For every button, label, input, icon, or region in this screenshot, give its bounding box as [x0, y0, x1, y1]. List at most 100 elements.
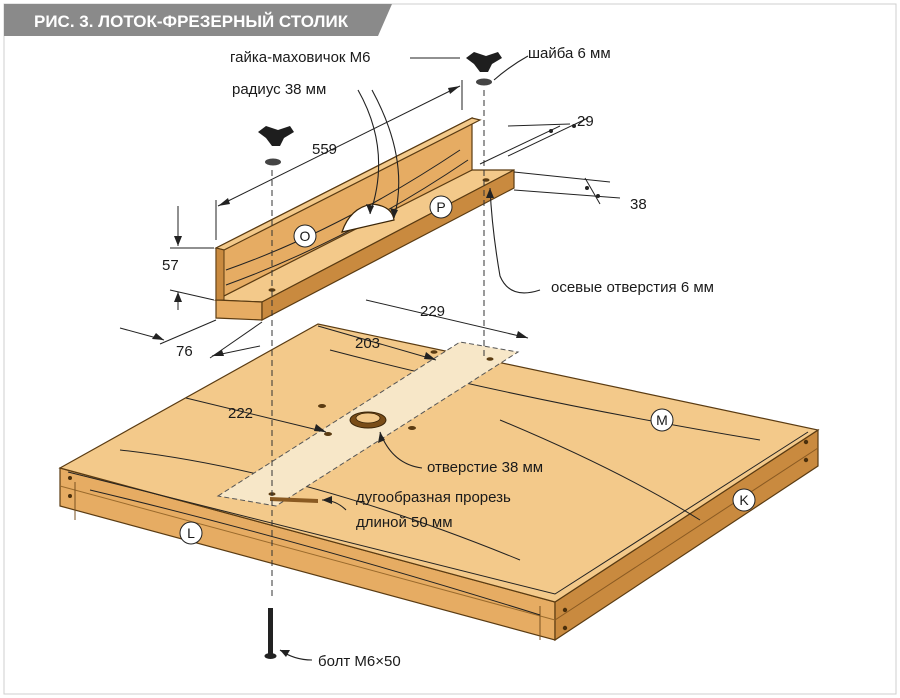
dim-57: 57 [162, 257, 179, 274]
part-l: L [179, 521, 203, 545]
wood-grain [119, 449, 521, 561]
dim-dot [585, 186, 589, 190]
dim-222: 222 [228, 405, 253, 422]
arrow-icon [448, 86, 460, 94]
part-marker [650, 408, 674, 432]
dim-dot [549, 129, 553, 133]
right-wing-nut [466, 52, 502, 86]
dimension-229: 229 [365, 299, 529, 339]
arrow-icon [390, 208, 398, 218]
small-hole [318, 404, 326, 408]
screw-dot [803, 439, 809, 445]
fence-grain [225, 159, 469, 286]
title-bar: РИС. 3. ЛОТОК-ФРЕЗЕРНЫЙ СТОЛИК [4, 4, 392, 36]
arrow-icon [486, 188, 494, 198]
fence-end [215, 247, 225, 301]
dim-76: 76 [176, 343, 193, 360]
arrow-icon [280, 650, 290, 657]
page-title: РИС. 3. ЛОТОК-ФРЕЗЕРНЫЙ СТОЛИК [34, 12, 349, 31]
dim-dot [572, 124, 576, 128]
screw-dot [68, 476, 72, 480]
label-axial-holes: осевые отверстия 6 мм [486, 187, 714, 296]
bolt-head-icon [264, 653, 277, 659]
base-rim-line [67, 431, 809, 595]
dim-38: 38 [630, 196, 647, 213]
bolt-label: болт М6×50 [318, 653, 401, 670]
arrow-icon [322, 496, 332, 504]
front-edge-line [59, 485, 556, 621]
small-hole [408, 426, 416, 430]
arc-slot [270, 497, 318, 503]
hole-label: отверстие 38 мм [427, 459, 543, 476]
arrow-icon [314, 424, 326, 432]
wing-nut-icon [466, 52, 502, 72]
dimension-559: 559 [215, 80, 463, 240]
small-hole [324, 432, 332, 436]
axial-holes-label: осевые отверстия 6 мм [551, 279, 714, 296]
part-m-label: M [656, 412, 668, 428]
dim-203: 203 [355, 335, 380, 352]
dim-29: 29 [577, 113, 594, 130]
arrow-icon [174, 292, 182, 302]
dimension-203: 203 [317, 325, 437, 361]
dimension-line [185, 397, 327, 433]
wood-grain [499, 419, 701, 521]
part-l-label: L [187, 525, 195, 541]
part-p: P [429, 195, 453, 219]
wood-grain [329, 349, 761, 441]
washer-icon [476, 78, 492, 86]
frame-border [3, 3, 897, 695]
part-marker [429, 195, 453, 219]
leader-line [493, 55, 529, 81]
part-marker [179, 521, 203, 545]
title-background [4, 4, 392, 36]
arrow-icon [378, 432, 385, 443]
radius-label: радиус 38 мм [232, 81, 326, 98]
part-p-label: P [436, 199, 445, 215]
part-k: K [732, 488, 756, 512]
extension-line [507, 117, 589, 157]
extension-line [513, 171, 611, 183]
washer-label: шайба 6 мм [528, 45, 611, 62]
arrow-icon [366, 204, 374, 214]
arrow-icon [218, 198, 230, 206]
dimension-222: 222 [185, 397, 327, 433]
part-o-label: O [300, 228, 311, 244]
part-m: M [650, 408, 674, 432]
insert-strip [216, 341, 520, 507]
label-washer: шайба 6 мм [493, 45, 611, 81]
dimension-38: 38 [513, 171, 647, 213]
bolt-shank [268, 608, 273, 654]
label-slot: дугообразная прорезь длиной 50 мм [321, 489, 511, 531]
extension-line [513, 189, 621, 199]
washer-icon [265, 158, 281, 166]
router-hole-inner [355, 412, 381, 424]
label-bolt: болт М6×50 [279, 649, 401, 670]
base-board [58, 323, 820, 642]
leader-line [371, 89, 400, 219]
wing-nut-label: гайка-маховичок М6 [230, 49, 371, 66]
bolt [264, 608, 277, 659]
extension-line [479, 125, 561, 165]
arrow-icon [424, 352, 436, 360]
label-radius: радиус 38 мм [232, 81, 400, 219]
part-marker [293, 224, 317, 248]
dim-dot [596, 194, 600, 198]
dimension-line [365, 299, 529, 339]
label-hole: отверстие 38 мм [378, 431, 543, 476]
slot-label-line1: дугообразная прорезь [356, 489, 511, 506]
fence-base-front [215, 299, 263, 321]
wing-nut-icon [258, 126, 294, 146]
arrow-icon [516, 331, 528, 338]
label-wing-nut: гайка-маховичок М6 [230, 49, 460, 66]
screw-dot [68, 494, 72, 498]
dimension-line [584, 177, 601, 205]
dim-229: 229 [420, 303, 445, 320]
dimension-line [217, 85, 461, 207]
fence-cutout [341, 203, 395, 233]
screw-dot [562, 607, 568, 613]
part-o: O [293, 224, 317, 248]
part-marker [732, 488, 756, 512]
